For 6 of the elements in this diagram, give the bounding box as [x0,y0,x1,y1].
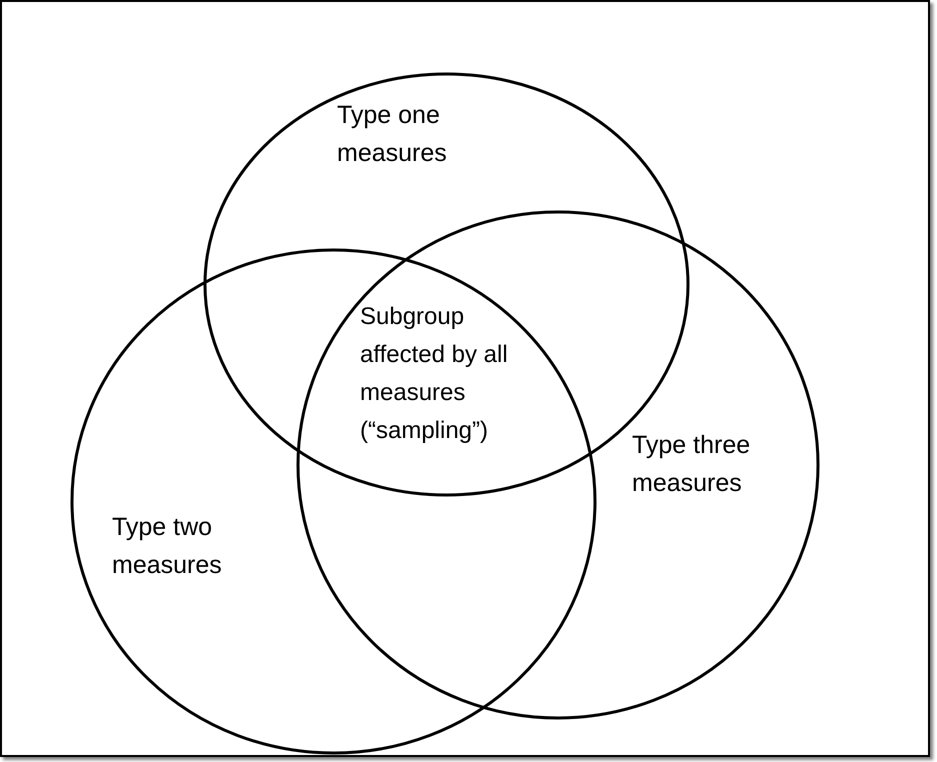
venn-circle [296,210,820,720]
circle-label: Type three measures [632,430,752,499]
circle-label: Type one measures [337,100,448,169]
intersection-label: Subgroup affected by all measures (“sampling”) [360,302,509,446]
circle-label: Type two measures [112,512,223,581]
venn-circle [70,248,597,755]
